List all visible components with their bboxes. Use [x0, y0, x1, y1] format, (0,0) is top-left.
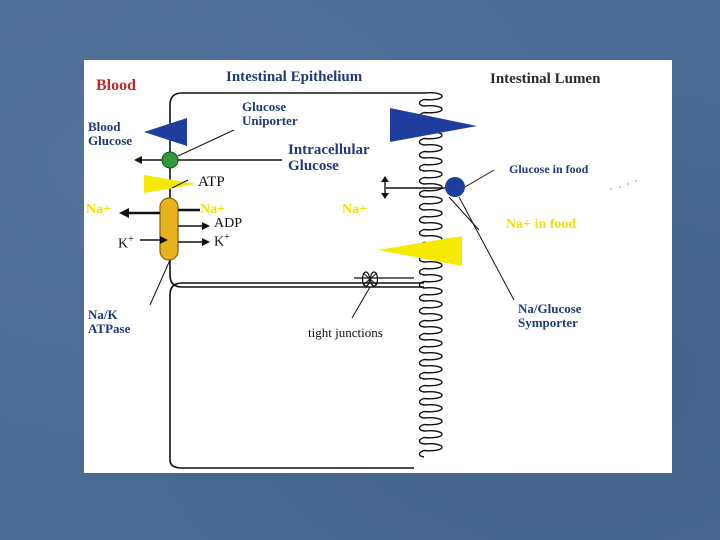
na-cell-right-label: Na+ [342, 202, 368, 217]
cell-sodium-gradient-wedge [144, 175, 196, 193]
na-blood-label: Na+ [86, 202, 112, 217]
na-glucose-symporter-icon [445, 177, 465, 197]
glucose-uniporter-label: Glucose Uniporter [242, 99, 298, 128]
na-cell-left-label: Na+ [200, 202, 226, 217]
na-k-atpase-label: Na/K ATPase [88, 307, 131, 336]
k-left-label: K+ [118, 234, 134, 252]
cell-membrane-lower [169, 282, 424, 469]
atp-label: ATP [198, 174, 225, 190]
blood-glucose-label: Blood Glucose [88, 119, 133, 148]
adp-label: ADP [214, 216, 243, 231]
na-k-atpase-pump-icon [159, 197, 179, 261]
k-right-label: K+ [214, 232, 230, 250]
tight-junction-icon [361, 271, 379, 287]
blood-glucose-gradient-wedge [144, 118, 187, 146]
lumen-glucose-gradient-wedge [390, 108, 477, 142]
lumen-sodium-gradient-wedge [378, 236, 462, 266]
intestinal-epithelium-label: Intestinal Epithelium [226, 69, 363, 85]
na-in-food-label: Na+ in food [506, 217, 577, 232]
diagram-panel: Blood Intestinal Epithelium Intestinal L… [84, 60, 672, 473]
glucose-in-food-label: Glucose in food [509, 162, 589, 176]
glucose-uniporter-icon [161, 151, 179, 169]
microvilli-brush-border [418, 92, 443, 458]
na-glucose-symporter-label: Na/Glucose Symporter [518, 301, 582, 330]
intracellular-glucose-label: Intracellular Glucose [288, 142, 370, 174]
intestinal-lumen-label: Intestinal Lumen [490, 71, 601, 87]
tight-junctions-label: tight junctions [308, 325, 383, 340]
blood-label: Blood [96, 77, 137, 94]
cell-membrane-upper [169, 92, 424, 288]
epithelium-diagram [119, 92, 637, 469]
